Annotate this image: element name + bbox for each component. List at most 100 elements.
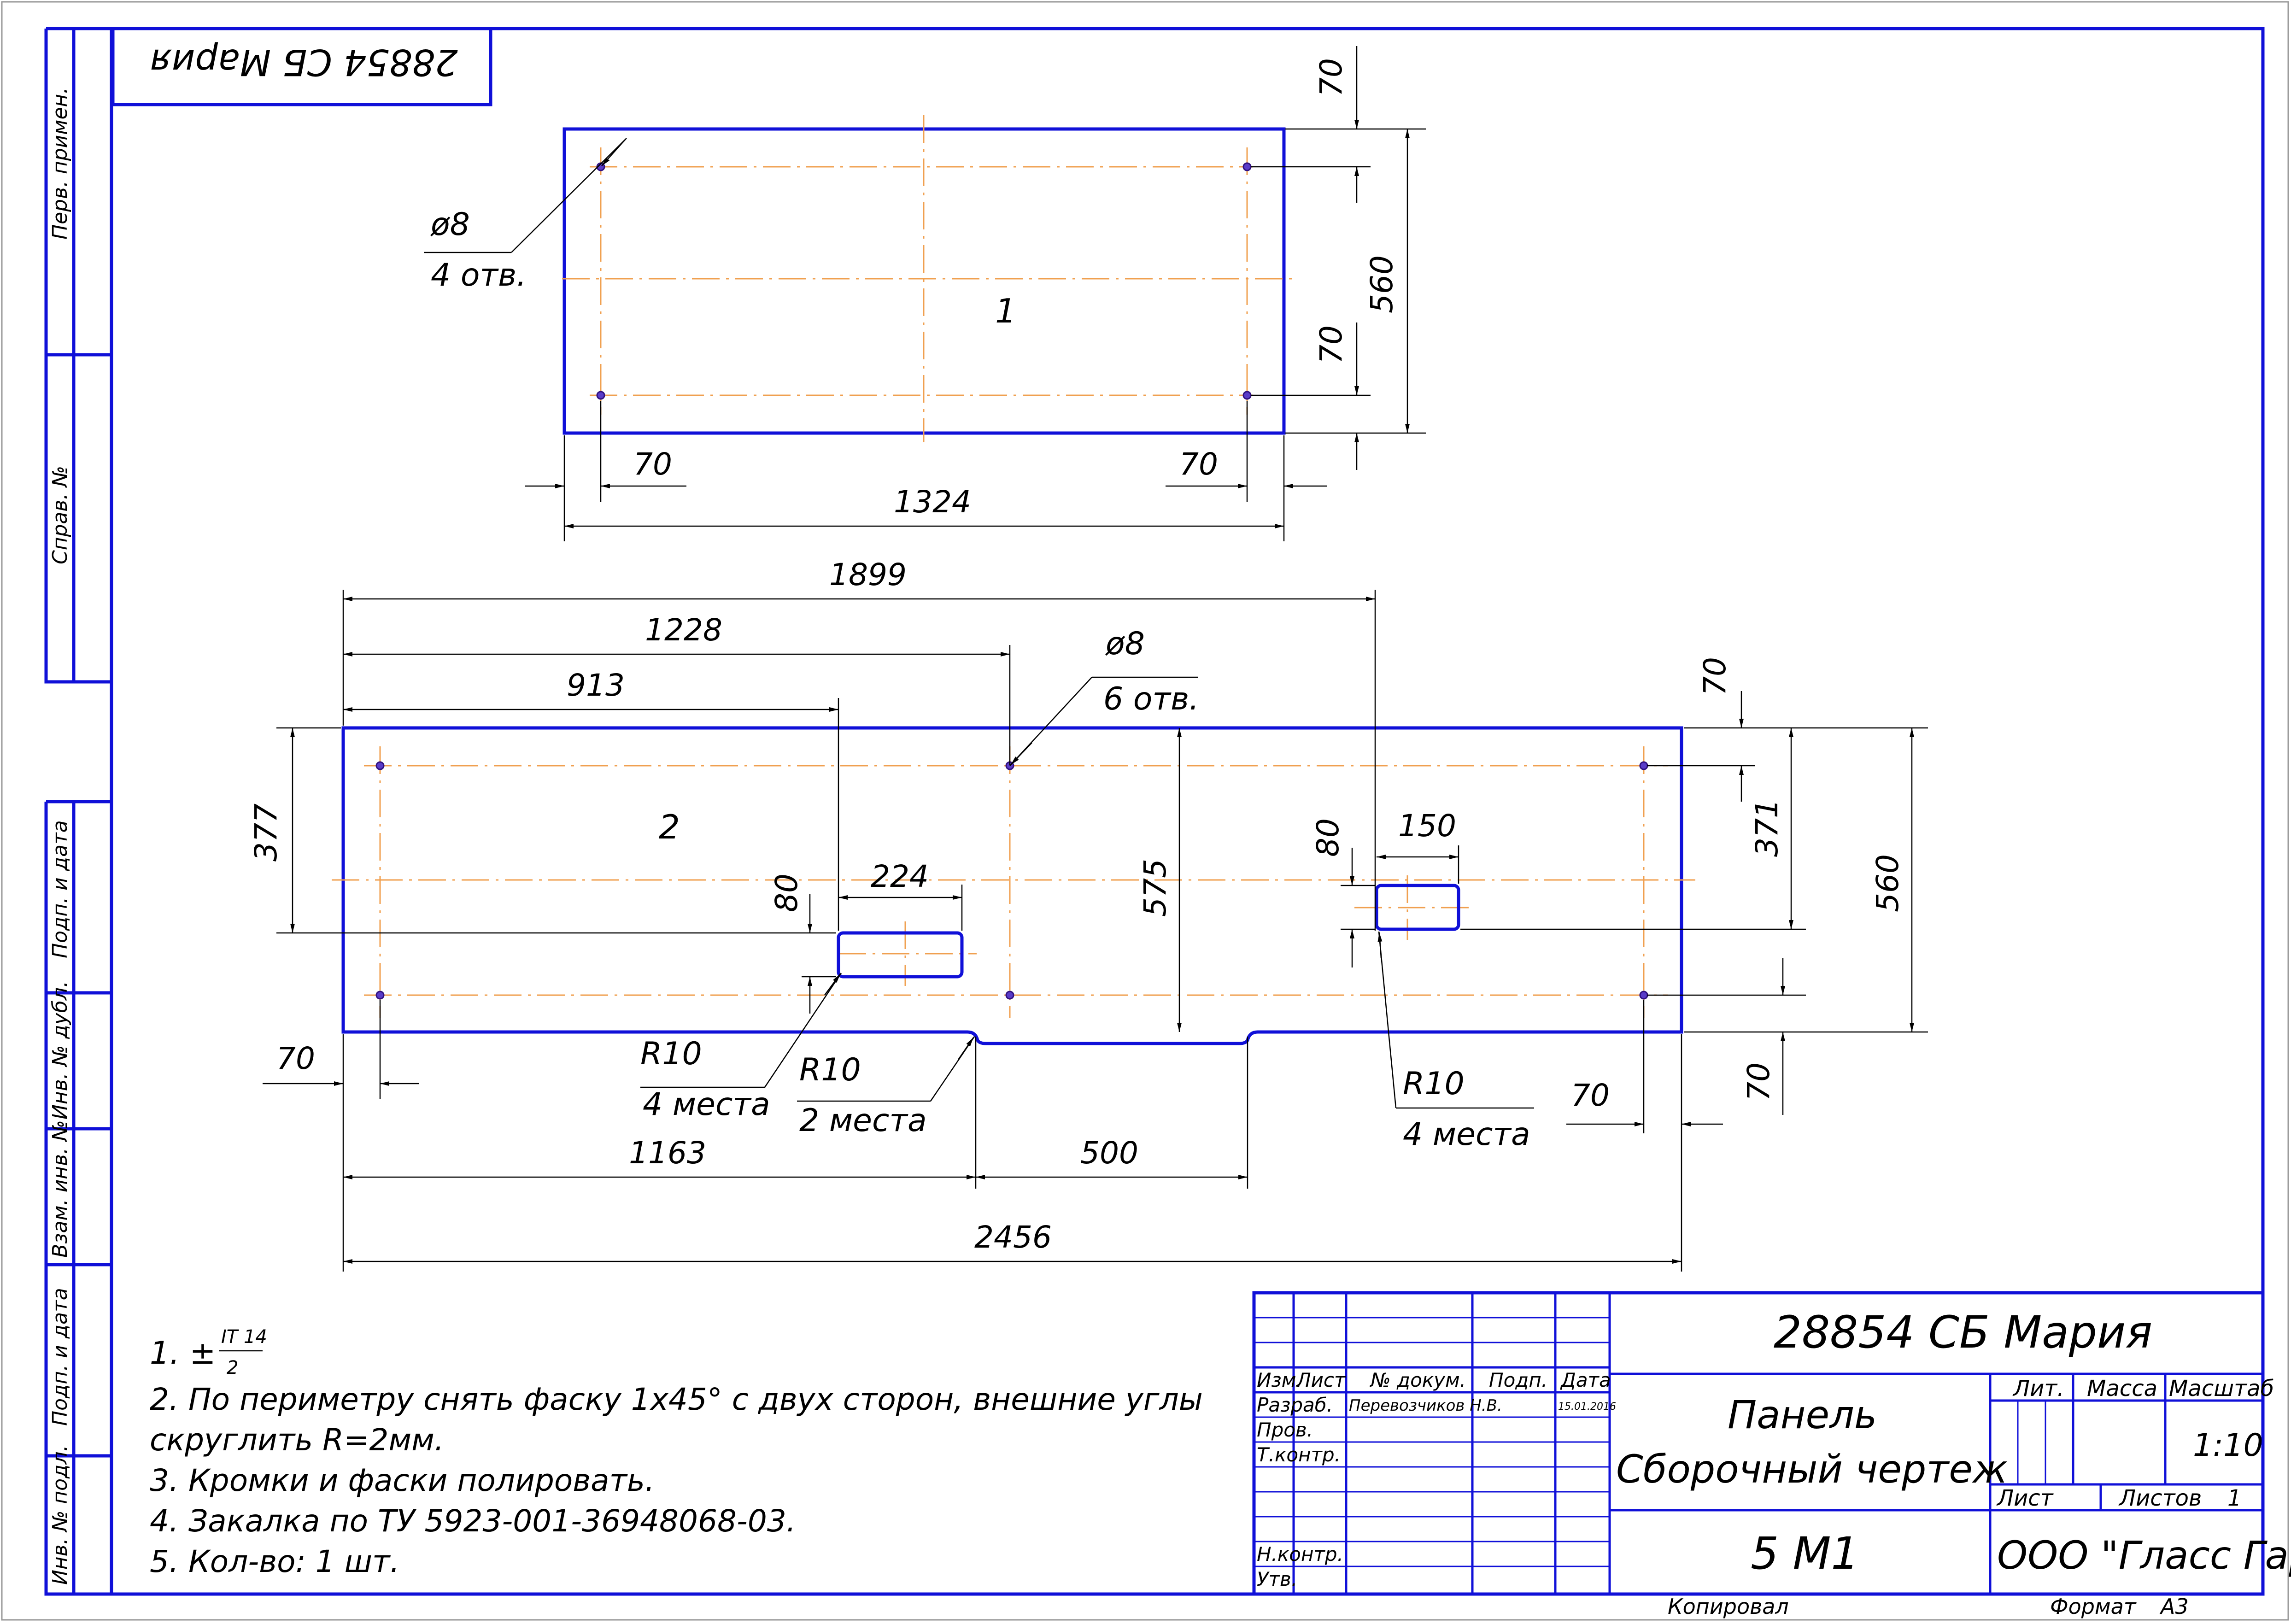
stamp-perv-primen: Перв. примен. — [48, 88, 72, 240]
panel-1-dim-bottom-offset: 70 — [1313, 325, 1349, 364]
inner-frame — [110, 27, 2265, 1596]
tb-row-razrab: Разраб. — [1257, 1394, 1333, 1416]
panel-2-r10c: R10 — [1403, 1066, 1465, 1102]
left-stamp: Перв. примен. Справ. № Подп. и дата Инв.… — [44, 27, 111, 1596]
title-block: 28854 СБ Мария Панель Сборочный чертеж 5… — [1252, 1291, 2291, 1596]
tb-hdr-list: Лист — [1295, 1369, 1346, 1391]
tb-hdr-date: Дата — [1560, 1369, 1611, 1391]
tb-row-prov: Пров. — [1257, 1419, 1313, 1441]
panel-1-hole-size: ø8 — [430, 206, 470, 243]
panel-2-dim-2456: 2456 — [974, 1219, 1052, 1255]
note-4: 4. Закалка по ТУ 5923-001-36948068-03. — [150, 1503, 796, 1539]
stamp-podp-data-2: Подп. и дата — [48, 1288, 72, 1426]
format-value: А3 — [2159, 1594, 2189, 1619]
stamp-inv-dubl: Инв. № дубл. — [48, 981, 72, 1120]
panel-2-hole — [375, 991, 385, 1000]
panel-2: 2 1899 1228 913 ø8 6 отв. 377 80 224 — [248, 557, 1928, 1272]
panel-1: 1 ø8 4 отв. 70 560 70 70 70 1324 — [424, 46, 1426, 541]
panel-1-hole — [596, 391, 605, 400]
tb-scale: 1:10 — [2193, 1427, 2263, 1464]
tb-row-nkontr: Н.контр. — [1257, 1543, 1343, 1565]
panel-2-dim-1228: 1228 — [645, 612, 722, 648]
panel-2-r10a-count: 4 места — [643, 1086, 770, 1123]
panel-1-dim-top-offset: 70 — [1313, 58, 1349, 97]
stamp-sprav-no: Справ. № — [48, 466, 72, 564]
stamp-inv-podl: Инв. № подл. — [48, 1445, 72, 1585]
panel-2-r10c-count: 4 места — [1403, 1116, 1530, 1153]
upside-title: 28854 СБ Мария — [150, 41, 458, 82]
tb-row-tkontr: Т.контр. — [1257, 1443, 1341, 1466]
note-2: 2. По периметру снять фаску 1х45° с двух… — [150, 1382, 1203, 1417]
note-5: 5. Кол-во: 1 шт. — [150, 1544, 399, 1579]
panel-2-dim-70-bottom: 70 — [1741, 1062, 1776, 1101]
panel-1-label: 1 — [995, 292, 1016, 330]
tb-lit-label: Лит. — [2012, 1376, 2064, 1401]
panel-2-hole — [1639, 761, 1648, 770]
panel-2-dim-70-right: 70 — [1571, 1078, 1610, 1113]
tb-name-line2: Сборочный чертеж — [1616, 1447, 2008, 1492]
tb-sheets-count: 1 — [2227, 1485, 2242, 1511]
panel-2-dim-70-top: 70 — [1697, 657, 1733, 696]
panel-1-dim-left-offset: 70 — [633, 446, 672, 482]
panel-1-hole — [1242, 162, 1252, 171]
panel-2-hole — [375, 761, 385, 770]
panel-2-cutout-left — [837, 931, 964, 979]
panel-2-dim-1899: 1899 — [829, 557, 907, 592]
tb-razrab-date: 15.01.2016 — [1558, 1401, 1616, 1413]
panel-2-label: 2 — [659, 808, 680, 846]
panel-2-r10b: R10 — [799, 1052, 861, 1088]
tb-hdr-sign: Подп. — [1489, 1369, 1547, 1391]
note-2b: скруглить R=2мм. — [150, 1422, 444, 1458]
tb-hdr-izm: Изм. — [1257, 1369, 1302, 1391]
panel-2-outline — [341, 726, 1683, 1045]
tb-company: ООО "Гласс Гард" — [1997, 1533, 2291, 1578]
panel-2-r10a: R10 — [640, 1036, 702, 1072]
panel-2-dim-377: 377 — [248, 803, 284, 862]
panel-2-r10b-count: 2 места — [799, 1102, 927, 1139]
panel-1-dim-height: 560 — [1364, 255, 1400, 313]
technical-notes: 1. ± IT 14 2 2. По периметру снять фаску… — [150, 1326, 1203, 1579]
tb-material: 5 М1 — [1751, 1528, 1859, 1579]
panel-2-dim-224: 224 — [871, 859, 929, 894]
panel-2-hole-size: ø8 — [1105, 626, 1145, 662]
tb-hdr-doc: № докум. — [1370, 1369, 1466, 1391]
panel-1-hole — [1242, 391, 1252, 400]
panel-2-dim-70-left: 70 — [276, 1041, 315, 1076]
panel-2-dim-150: 150 — [1398, 808, 1456, 844]
format-label: Формат — [2050, 1594, 2137, 1619]
upside-title-box: 28854 СБ Мария — [111, 27, 492, 106]
tb-razrab-name: Перевозчиков Н.В. — [1349, 1396, 1502, 1415]
panel-1-dim-width: 1324 — [894, 484, 971, 520]
stamp-vzam-inv: Взам. инв. № — [48, 1120, 72, 1258]
panel-2-hole — [1005, 991, 1014, 1000]
tb-sheet-label: Лист — [1996, 1485, 2054, 1511]
panel-2-cutout-right — [1375, 884, 1460, 931]
panel-2-hole-count: 6 отв. — [1103, 681, 1199, 717]
tb-mass-label: Масса — [2087, 1376, 2157, 1401]
panel-2-dim-575: 575 — [1137, 859, 1173, 917]
panel-2-dim-80a: 80 — [769, 874, 804, 912]
panel-2-dim-500: 500 — [1080, 1135, 1138, 1171]
tb-name-line1: Панель — [1728, 1392, 1877, 1437]
panel-2-dim-1163: 1163 — [629, 1135, 706, 1171]
panel-2-hole — [1639, 991, 1648, 1000]
tb-designation: 28854 СБ Мария — [1774, 1307, 2152, 1358]
note-3: 3. Кромки и фаски полировать. — [150, 1463, 655, 1498]
stamp-podp-data-1: Подп. и дата — [48, 820, 72, 958]
panel-2-dim-913: 913 — [567, 668, 625, 703]
copied-label: Копировал — [1668, 1594, 1789, 1619]
panel-1-hole-count: 4 отв. — [431, 257, 527, 293]
tb-scale-label: Масштаб — [2169, 1376, 2274, 1401]
panel-2-dim-80b: 80 — [1310, 818, 1346, 857]
note-1-numerator: IT 14 — [221, 1326, 267, 1348]
panel-1-dim-right-offset: 70 — [1179, 446, 1218, 482]
note-1-denominator: 2 — [227, 1357, 238, 1378]
note-1-prefix: 1. ± — [150, 1335, 216, 1372]
panel-2-dim-371: 371 — [1749, 799, 1785, 857]
panel-2-dim-560: 560 — [1870, 854, 1905, 912]
tb-sheets-label: Листов — [2118, 1485, 2202, 1511]
tb-row-utv: Утв. — [1257, 1568, 1297, 1590]
